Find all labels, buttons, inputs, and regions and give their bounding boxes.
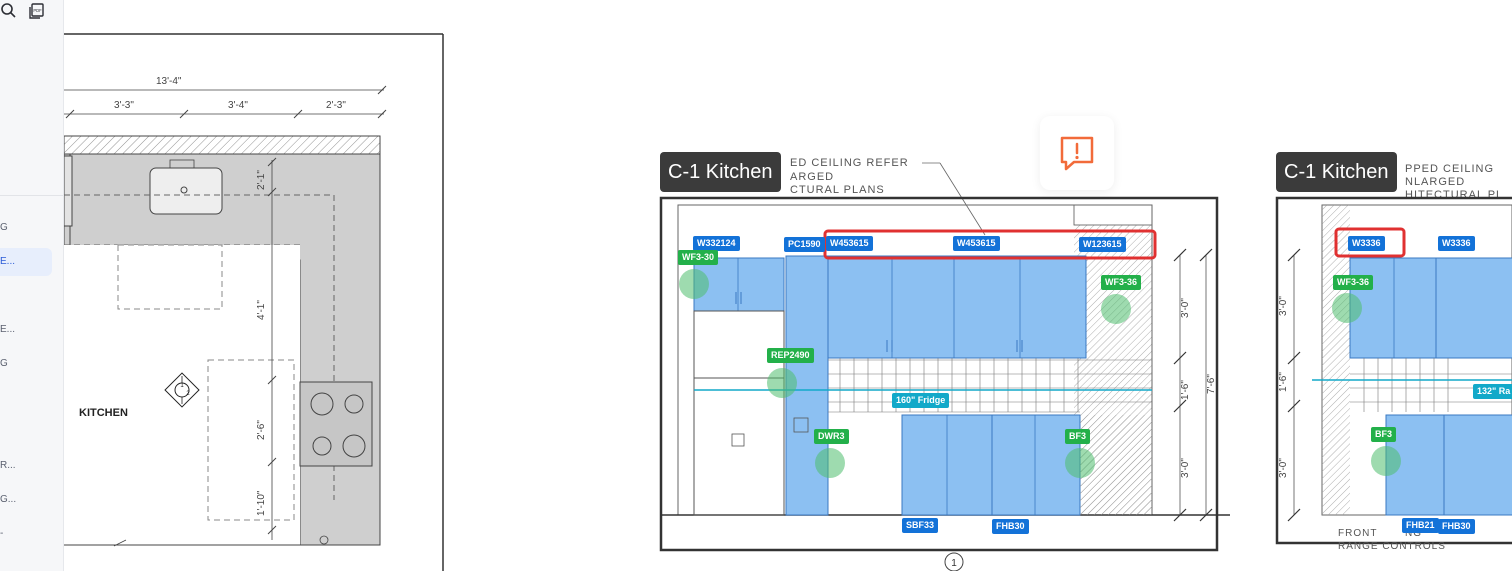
svg-text:1: 1 (951, 558, 957, 569)
sidebar-item[interactable]: - (0, 528, 4, 539)
sidebar-item[interactable]: G... (0, 494, 17, 505)
svg-text:7'-6": 7'-6" (1206, 374, 1217, 394)
selection-highlight (1334, 227, 1406, 258)
search-icon[interactable] (0, 2, 18, 20)
elevation-1-drawing: ED CEILING REFER ARGED CTURAL PLANS (659, 157, 1230, 571)
cabinet-tag[interactable]: FHB30 (992, 519, 1029, 534)
svg-text:PDF: PDF (33, 8, 42, 13)
svg-text:1: 1 (180, 383, 184, 389)
dim-right-4: 1'-10" (256, 490, 267, 516)
svg-text:FRONT: FRONT (1338, 528, 1377, 539)
cabinet-tag[interactable]: FHB21 (1402, 518, 1439, 533)
cabinet-tag[interactable]: W332124 (693, 236, 740, 251)
sidebar-toolbar: PDF (0, 0, 63, 24)
svg-text:NLARGED: NLARGED (1405, 176, 1465, 188)
cabinet-tag[interactable]: WF3-30 (678, 250, 719, 265)
marker-dot[interactable] (1371, 446, 1401, 476)
elevation-view-2[interactable]: PPED CEILING NLARGED HITECTURAL PL 3'-0" (1270, 0, 1512, 571)
elevation-marker[interactable]: 1 2 (164, 372, 200, 408)
sidebar-item[interactable]: G (0, 358, 8, 369)
cabinet-tag[interactable]: SBF33 (902, 518, 939, 533)
svg-text:ED CEILING REFER: ED CEILING REFER (790, 157, 909, 169)
svg-text:RANGE CONTROLS: RANGE CONTROLS (1338, 541, 1446, 552)
dim-right-1: 2'-1" (256, 170, 267, 190)
svg-text:NG: NG (1405, 528, 1422, 539)
svg-text:PPED CEILING: PPED CEILING (1405, 163, 1494, 175)
cabinet-tag[interactable]: PC1590 (784, 237, 825, 252)
selection-highlight (823, 229, 1157, 260)
dim-right-2: 4'-1" (256, 300, 267, 320)
svg-text:3'-0": 3'-0" (1278, 458, 1289, 478)
svg-text:CTURAL PLANS: CTURAL PLANS (790, 184, 885, 196)
elevation-2-drawing: PPED CEILING NLARGED HITECTURAL PL 3'-0" (1275, 163, 1512, 552)
elevation-title[interactable]: C-1 Kitchen (1276, 152, 1397, 192)
dim-top-3: 2'-3" (326, 100, 346, 111)
cabinet-tag[interactable]: DWR3 (814, 429, 849, 444)
floor-plan-drawing: 13'-4" 3'-3" 3'-4" 2'-3" (63, 33, 444, 571)
feedback-icon (1060, 136, 1094, 171)
svg-text:3'-0": 3'-0" (1180, 458, 1191, 478)
cabinet-tag[interactable]: BF3 (1065, 429, 1091, 444)
svg-text:ARGED: ARGED (790, 171, 834, 183)
appliance-tag[interactable]: 160" Fridge (892, 393, 950, 408)
cabinet-tag[interactable]: W123615 (1079, 237, 1126, 252)
svg-text:3'-0": 3'-0" (1180, 298, 1191, 318)
sidebar-divider (0, 195, 63, 196)
marker-dot[interactable] (767, 368, 797, 398)
dim-top-1: 3'-3" (114, 100, 134, 111)
elevation-view-1[interactable]: ED CEILING REFER ARGED CTURAL PLANS (640, 0, 1230, 571)
svg-text:2: 2 (186, 391, 190, 397)
cabinet-tag[interactable]: REP2490 (767, 348, 814, 363)
sidebar-item[interactable]: E... (0, 324, 16, 335)
cabinet-tag[interactable]: W3336 (1348, 236, 1385, 251)
document-sidebar: PDF G E... E... G R... G... - (0, 0, 64, 571)
sidebar-item[interactable]: G (0, 222, 8, 233)
marker-dot[interactable] (1101, 294, 1131, 324)
marker-dot[interactable] (1065, 448, 1095, 478)
cabinet-tag[interactable]: W453615 (826, 236, 873, 251)
sidebar-item-active[interactable]: E... (0, 248, 52, 276)
cabinet-tag[interactable]: WF3-36 (1333, 275, 1374, 290)
elevation-title[interactable]: C-1 Kitchen (660, 152, 781, 192)
room-label: KITCHEN (79, 407, 128, 419)
cabinet-tag[interactable]: FHB30 (1438, 519, 1475, 534)
cabinet-tag[interactable]: WF3-36 (1101, 275, 1142, 290)
marker-dot[interactable] (815, 448, 845, 478)
dim-right-3: 2'-6" (256, 420, 267, 440)
marker-dot[interactable] (1332, 293, 1362, 323)
marker-dot[interactable] (679, 269, 709, 299)
floor-plan-sheet[interactable]: 13'-4" 3'-3" 3'-4" 2'-3" (63, 0, 454, 571)
svg-text:1'-6": 1'-6" (1180, 380, 1191, 400)
pdf-icon[interactable]: PDF (28, 2, 46, 20)
feedback-button[interactable] (1040, 116, 1114, 190)
svg-text:1'-6": 1'-6" (1278, 372, 1289, 392)
dim-top-2: 3'-4" (228, 100, 248, 111)
dim-overall: 13'-4" (156, 76, 182, 87)
cabinet-tag[interactable]: BF3 (1371, 427, 1397, 442)
appliance-tag[interactable]: 132" Ra (1473, 384, 1512, 399)
svg-text:3'-0": 3'-0" (1278, 296, 1289, 316)
cabinet-tag[interactable]: W3336 (1438, 236, 1475, 251)
sidebar-item[interactable]: R... (0, 460, 16, 471)
cabinet-tag[interactable]: W453615 (953, 236, 1000, 251)
